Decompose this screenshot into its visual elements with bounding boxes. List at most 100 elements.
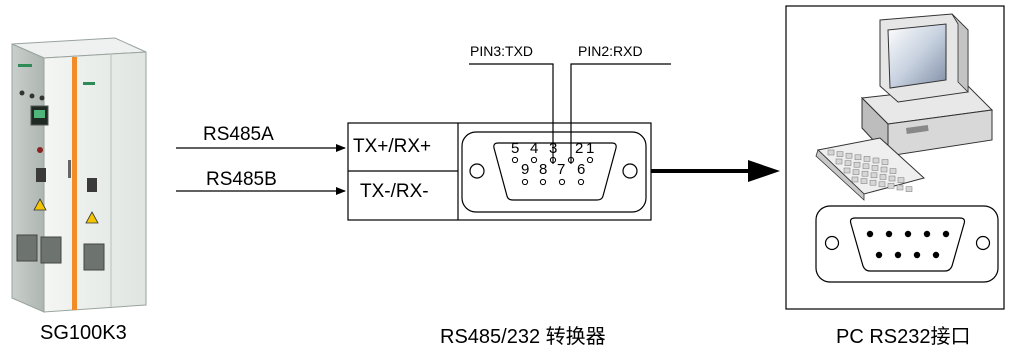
db9-pin-3-number: 3 xyxy=(549,140,558,157)
pc-db9-pin xyxy=(904,230,912,238)
keyboard-key xyxy=(896,184,904,191)
keyboard-key xyxy=(905,186,913,192)
keyboard-key xyxy=(872,157,880,164)
db9-trapezoid xyxy=(493,142,617,201)
pc-db9-pins xyxy=(866,230,950,259)
keyboard-key xyxy=(854,154,862,161)
keyboard-key xyxy=(870,172,878,179)
pc-drive-slot xyxy=(905,124,929,134)
db9-pin-7-number: 7 xyxy=(557,161,566,178)
cabinet-knob xyxy=(37,147,43,153)
keyboard-key xyxy=(888,175,896,182)
brand-mark-door xyxy=(83,82,95,85)
db9-pin-hole xyxy=(530,156,538,164)
keyboard-key xyxy=(878,181,886,188)
pc-db9-pin xyxy=(913,251,921,259)
keyboard-key xyxy=(851,176,859,183)
db9-pin-5-number: 5 xyxy=(511,140,520,157)
keyboard-edge xyxy=(815,149,865,201)
pc-db9-trapezoid xyxy=(849,217,966,272)
monitor-screen xyxy=(887,23,947,89)
rs485-lines xyxy=(176,144,346,195)
pc-db9-pin xyxy=(932,251,940,259)
keyboard-key xyxy=(836,151,844,157)
monitor-side xyxy=(951,13,969,93)
keyboard-key xyxy=(861,170,869,177)
switch-right xyxy=(87,178,97,192)
vent-panel-2 xyxy=(40,236,62,264)
keyboard-key xyxy=(880,166,888,173)
switch-left xyxy=(36,168,46,182)
cabinet-display-screen xyxy=(34,110,45,118)
warning-icon-right xyxy=(85,211,99,224)
computer-icon xyxy=(815,13,994,201)
indicator-light-1 xyxy=(19,90,25,96)
pc-db9-pin xyxy=(866,230,874,238)
keyboard-key xyxy=(871,165,879,171)
keyboard-key xyxy=(844,160,852,166)
cabinet-orange-stripe xyxy=(72,57,77,310)
terminal-tx-plus: TX+/RX+ xyxy=(353,136,432,157)
keyboard-key xyxy=(852,169,860,175)
inverter-caption: SG100K3 xyxy=(40,322,127,344)
keyboard-key xyxy=(845,152,853,159)
db9-mount-hole-right xyxy=(622,163,638,179)
keyboard-key xyxy=(879,174,887,180)
db9-pin-6-number: 6 xyxy=(577,161,586,178)
converter-caption: RS485/232 转换器 xyxy=(440,326,606,348)
warning-icon-left xyxy=(33,198,47,211)
pc-db9-mount-hole-left xyxy=(824,235,840,251)
brand-mark-left xyxy=(18,64,32,67)
pin2-leader xyxy=(570,63,671,164)
pc-db9-pin xyxy=(894,251,902,259)
db9-pin-1-number: 1 xyxy=(586,140,595,157)
pin3-leader xyxy=(469,63,554,164)
db9-pin-hole xyxy=(577,178,585,186)
keyboard-key xyxy=(862,163,870,170)
keyboard-key xyxy=(843,167,851,174)
vent-panel-3 xyxy=(83,243,105,271)
db9-pin-hole xyxy=(539,178,547,186)
keyboard-key xyxy=(853,161,861,168)
pc-db9-pin xyxy=(942,230,950,238)
keyboard-key xyxy=(881,159,889,165)
pc-box xyxy=(785,5,1005,310)
pc-db9-pin xyxy=(885,230,893,238)
db9-pin-hole xyxy=(521,178,529,186)
pc-caption: PC RS232接口 xyxy=(836,326,971,348)
keyboard-key xyxy=(869,179,877,186)
terminal-tx-minus: TX-/RX- xyxy=(360,181,429,202)
keyboard-key xyxy=(835,158,843,165)
keyboard-key xyxy=(889,168,897,174)
pin2-rxd-label: PIN2:RXD xyxy=(578,43,643,59)
db9-pin-9-number: 9 xyxy=(521,161,530,178)
keyboard-key xyxy=(887,183,895,189)
vent-panel-1 xyxy=(16,234,38,262)
door-handle xyxy=(68,160,71,178)
rs232-cable xyxy=(651,160,780,182)
rs485a-label: RS485A xyxy=(203,124,274,145)
keyboard-key xyxy=(827,149,835,156)
db9-pins xyxy=(511,156,594,186)
indicator-light-2 xyxy=(29,93,35,99)
keyboard-key xyxy=(860,178,868,184)
db9-pin-hole xyxy=(511,156,519,164)
keyboard-keys xyxy=(827,149,913,192)
pc-db9-pin xyxy=(875,251,883,259)
rs485-232-converter xyxy=(347,63,671,221)
pc-db9-pin xyxy=(923,230,931,238)
pc-db9-mount-hole-right xyxy=(975,235,991,251)
rs485b-label: RS485B xyxy=(206,169,277,190)
db9-pin-8-number: 8 xyxy=(539,161,548,178)
keyboard-key xyxy=(863,156,871,162)
db9-pin-4-number: 4 xyxy=(530,140,539,157)
keyboard-key xyxy=(897,177,905,183)
db9-pin-2-number: 2 xyxy=(575,140,584,157)
pin3-txd-label: PIN3:TXD xyxy=(470,43,534,59)
db9-pin-hole xyxy=(558,178,566,186)
db9-mount-hole-left xyxy=(469,163,485,179)
db9-pin-hole xyxy=(586,156,594,164)
inverter-cabinet xyxy=(11,37,147,313)
indicator-light-3 xyxy=(39,95,45,101)
